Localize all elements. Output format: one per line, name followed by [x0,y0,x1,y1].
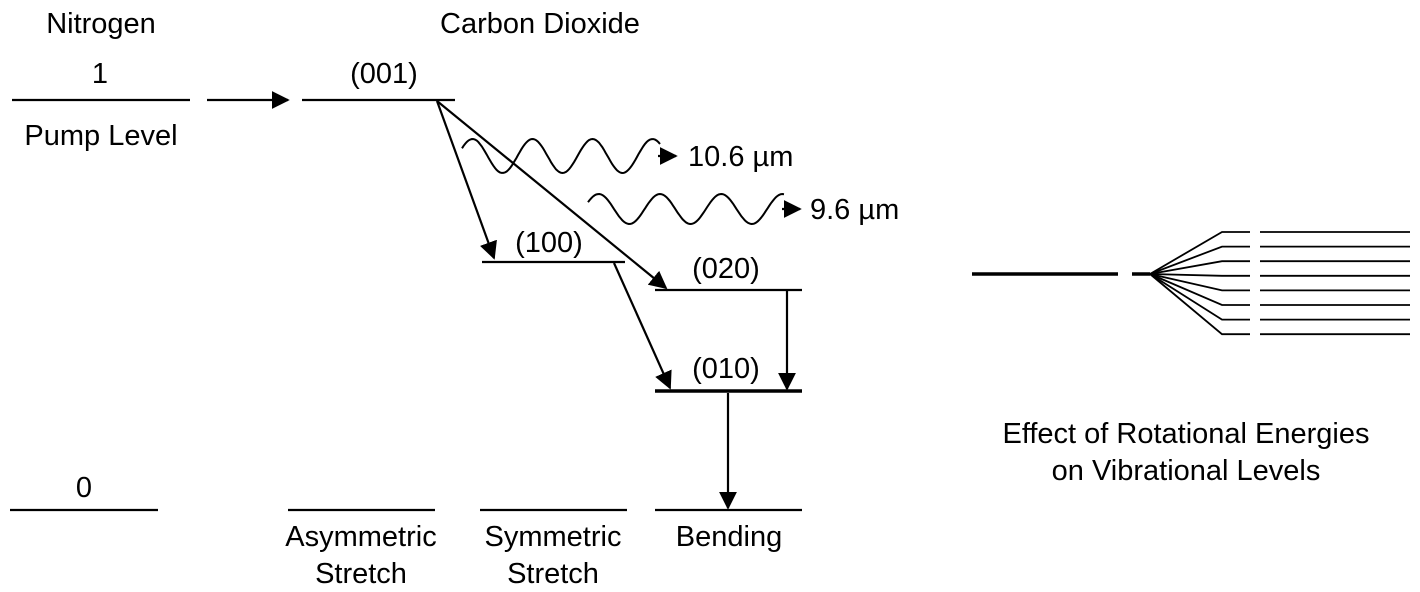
rotational-caption-line1: Effect of Rotational Energies [1002,418,1369,450]
rotational-sublevels [1260,231,1410,336]
rotational-fan-line [1149,273,1250,292]
level-010-label: (010) [692,353,760,385]
photon-wave-10-6 [461,137,661,175]
nitrogen-level-0-label: 0 [76,472,92,504]
rotational-fan-line [1149,273,1250,336]
rotational-fan-line [1149,273,1250,277]
emission-10-6-label: 10.6 µm [688,141,793,173]
transition-001-to-020 [436,100,668,290]
transition-100-to-010 [612,262,672,390]
symmetric-caption-line2: Stretch [507,558,599,590]
nitrogen-level-1-label: 1 [92,58,108,90]
bending-caption: Bending [676,521,782,553]
level-020-label: (020) [692,253,760,285]
asymmetric-caption-line1: Asymmetric [285,521,436,553]
level-100-label: (100) [515,227,583,259]
transition-001-to-100 [435,100,497,260]
rotational-fan-lines [1149,231,1250,336]
level-001-label: (001) [350,58,418,90]
rotational-fan-line [1149,273,1250,306]
photon-wave-9-6 [587,192,785,226]
rotational-fan-line [1149,245,1250,275]
nitrogen-title: Nitrogen [46,8,156,40]
pump-level-caption: Pump Level [24,120,177,152]
emission-9-6-label: 9.6 µm [810,194,899,226]
rotational-fan-line [1149,231,1250,275]
rotational-fan-line [1149,260,1250,275]
symmetric-caption-line1: Symmetric [485,521,622,553]
asymmetric-caption-line2: Stretch [315,558,407,590]
rotational-caption-line2: on Vibrational Levels [1052,455,1321,487]
co2-title: Carbon Dioxide [440,8,640,40]
rotational-fan-line [1149,273,1250,321]
